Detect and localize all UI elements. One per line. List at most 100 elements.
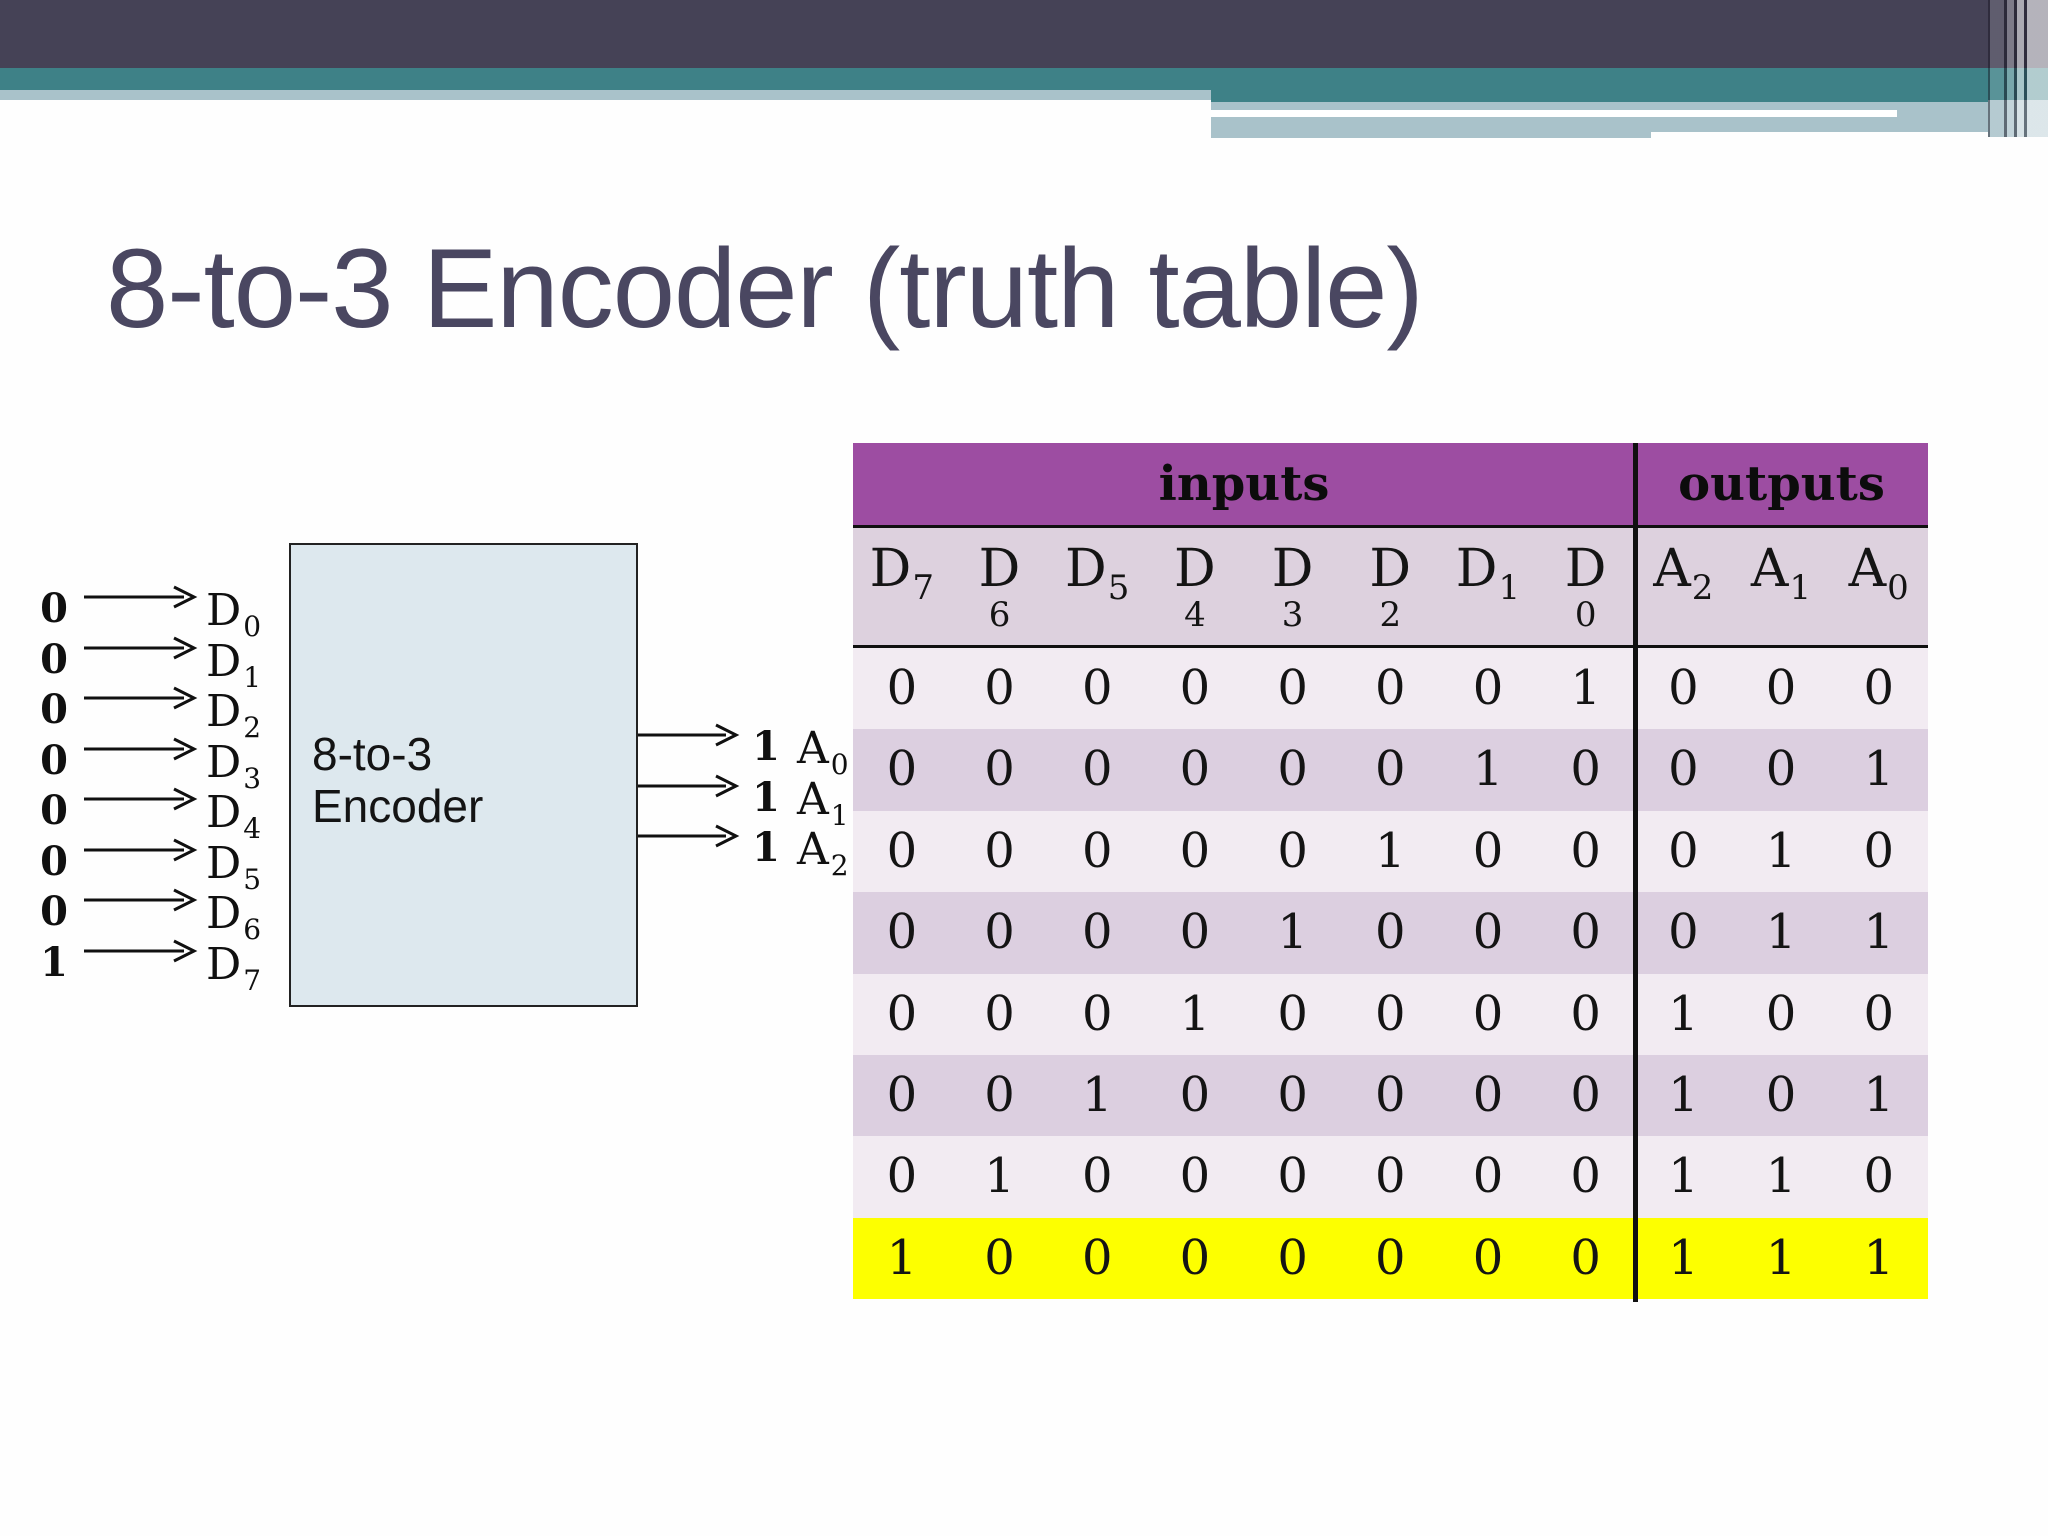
- truth-table-cell: 1: [1765, 1229, 1797, 1286]
- output-label-subscript: 1: [830, 799, 849, 832]
- input-label-subscript: 3: [243, 761, 262, 795]
- input-label: D4: [206, 787, 262, 846]
- input-value: 0: [40, 686, 68, 734]
- truth-table-cell: 1: [1179, 985, 1211, 1042]
- input-label: D1: [206, 635, 262, 694]
- column-header-subscript: 6: [988, 595, 1011, 635]
- arrow-right-icon: [84, 787, 198, 811]
- encoder-label-line2: Encoder: [312, 780, 484, 832]
- input-label: D7: [206, 939, 262, 998]
- column-header: D 3: [1244, 528, 1342, 645]
- truth-table-cell: 1: [1765, 904, 1797, 961]
- truth-table-cell: 0: [1081, 741, 1113, 798]
- input-label-subscript: 0: [243, 610, 262, 643]
- encoder-label-line1: 8-to-3: [312, 728, 433, 780]
- arrow-right-icon: [84, 686, 198, 710]
- truth-table-cell: 0: [984, 822, 1015, 879]
- input-label-subscript: 4: [243, 812, 262, 846]
- encoder-input-row: 0 D5: [0, 838, 960, 896]
- output-label: A1: [797, 774, 849, 833]
- truth-table-cell: 0: [1179, 1229, 1211, 1286]
- column-header: A1: [1750, 539, 1812, 608]
- teal-accent-bar: [0, 68, 2048, 90]
- arrow-right-icon: [84, 737, 198, 761]
- column-header: D 4: [1146, 528, 1244, 645]
- truth-table-cell: 1: [1863, 741, 1894, 798]
- input-value: 0: [40, 585, 68, 632]
- input-label: D3: [206, 736, 262, 795]
- truth-table-cell: 0: [1668, 822, 1699, 879]
- truth-table-cell: 1: [1668, 1148, 1699, 1205]
- truth-table-cell: 0: [1765, 660, 1797, 716]
- output-label: A2: [797, 824, 849, 883]
- truth-table-cell: 0: [1863, 985, 1894, 1042]
- truth-table-column-headers: D7 D 6 D5 D 4 D 3 D 2 D1: [853, 528, 1928, 648]
- truth-table-cell: 0: [1570, 741, 1601, 798]
- arrow-right-icon: [638, 774, 740, 798]
- truth-table-cell: 0: [984, 1229, 1015, 1286]
- truth-table-cell: 0: [1081, 1148, 1113, 1205]
- truth-table-cell: 1: [1863, 904, 1894, 961]
- input-label-subscript: 7: [243, 964, 262, 997]
- teal-accent-bar-step: [1211, 90, 2048, 102]
- truth-table-cell: 0: [886, 904, 918, 961]
- column-header: D1: [1455, 539, 1521, 608]
- column-header: D5: [1065, 539, 1130, 608]
- corner-stripes-decoration: [1988, 0, 2048, 137]
- column-header: D 6: [951, 528, 1049, 645]
- truth-table-cell: 0: [1179, 822, 1211, 879]
- truth-table-section-header: inputs outputs: [853, 443, 1928, 528]
- truth-table-cell: 0: [1277, 741, 1308, 798]
- truth-table-cell: 0: [1765, 985, 1797, 1042]
- column-header-subscript: 0: [1887, 568, 1909, 608]
- truth-table-cell: 0: [1179, 1066, 1211, 1123]
- encoder-input-row: 0 D3: [0, 737, 960, 795]
- truth-table-cell: 1: [1570, 660, 1601, 716]
- truth-table-cell: 0: [1375, 1229, 1406, 1286]
- truth-table-cell: 0: [1277, 1229, 1308, 1286]
- truth-table-cell: 1: [1765, 822, 1797, 879]
- column-header-letter: D: [1564, 539, 1607, 599]
- stripe-overlay: [1988, 0, 2048, 137]
- column-header-subscript: 3: [1281, 595, 1304, 635]
- truth-table-cell: 0: [1179, 660, 1211, 716]
- truth-table-cell: 0: [1472, 904, 1504, 961]
- encoder-output-row: 1 A2: [0, 824, 960, 882]
- encoder-input-row: 0 D1: [0, 636, 960, 694]
- encoder-block-label: 8-to-3 Encoder: [312, 728, 483, 832]
- truth-table-cell: 0: [1179, 904, 1211, 961]
- truth-table-cell: 0: [1668, 660, 1699, 716]
- truth-table-cell: 0: [1081, 1229, 1113, 1286]
- arrow-right-icon: [84, 636, 198, 659]
- truth-table-cell: 0: [1277, 1066, 1308, 1123]
- input-label: D2: [206, 686, 262, 745]
- truth-table-cell: 1: [1081, 1066, 1113, 1123]
- truth-table-cell: 0: [1765, 741, 1797, 798]
- truth-table-cell: 0: [1570, 985, 1601, 1042]
- truth-table-cell: 0: [1277, 822, 1308, 879]
- column-header-letter: D: [1271, 539, 1314, 599]
- truth-table-cell: 0: [1081, 904, 1113, 961]
- truth-table-cell: 1: [886, 1229, 918, 1286]
- input-label-subscript: 6: [243, 913, 262, 947]
- truth-table-cell: 0: [1375, 741, 1406, 798]
- light-accent-bar-left: [0, 90, 1211, 100]
- truth-table-cell: 0: [1179, 741, 1211, 798]
- encoder-output-row: 1 A1: [0, 774, 960, 832]
- truth-table-cell: 1: [1668, 985, 1699, 1042]
- truth-table-cell: 0: [886, 660, 918, 716]
- truth-table-cell: 0: [1179, 1148, 1211, 1205]
- truth-table-cell: 0: [886, 1066, 918, 1123]
- truth-table-cell: 0: [1570, 822, 1601, 879]
- truth-table-cell: 0: [1375, 660, 1406, 716]
- input-value: 0: [40, 635, 68, 683]
- arrow-right-icon: [638, 723, 740, 747]
- encoder-block: 8-to-3 Encoder: [289, 543, 638, 1007]
- light-accent-bar-right: [1211, 102, 2048, 132]
- input-value: 0: [40, 736, 68, 784]
- truth-table-cell: 0: [1472, 660, 1504, 716]
- light-accent-bar-tail: [1211, 132, 1651, 138]
- truth-table-cell: 0: [1081, 660, 1113, 716]
